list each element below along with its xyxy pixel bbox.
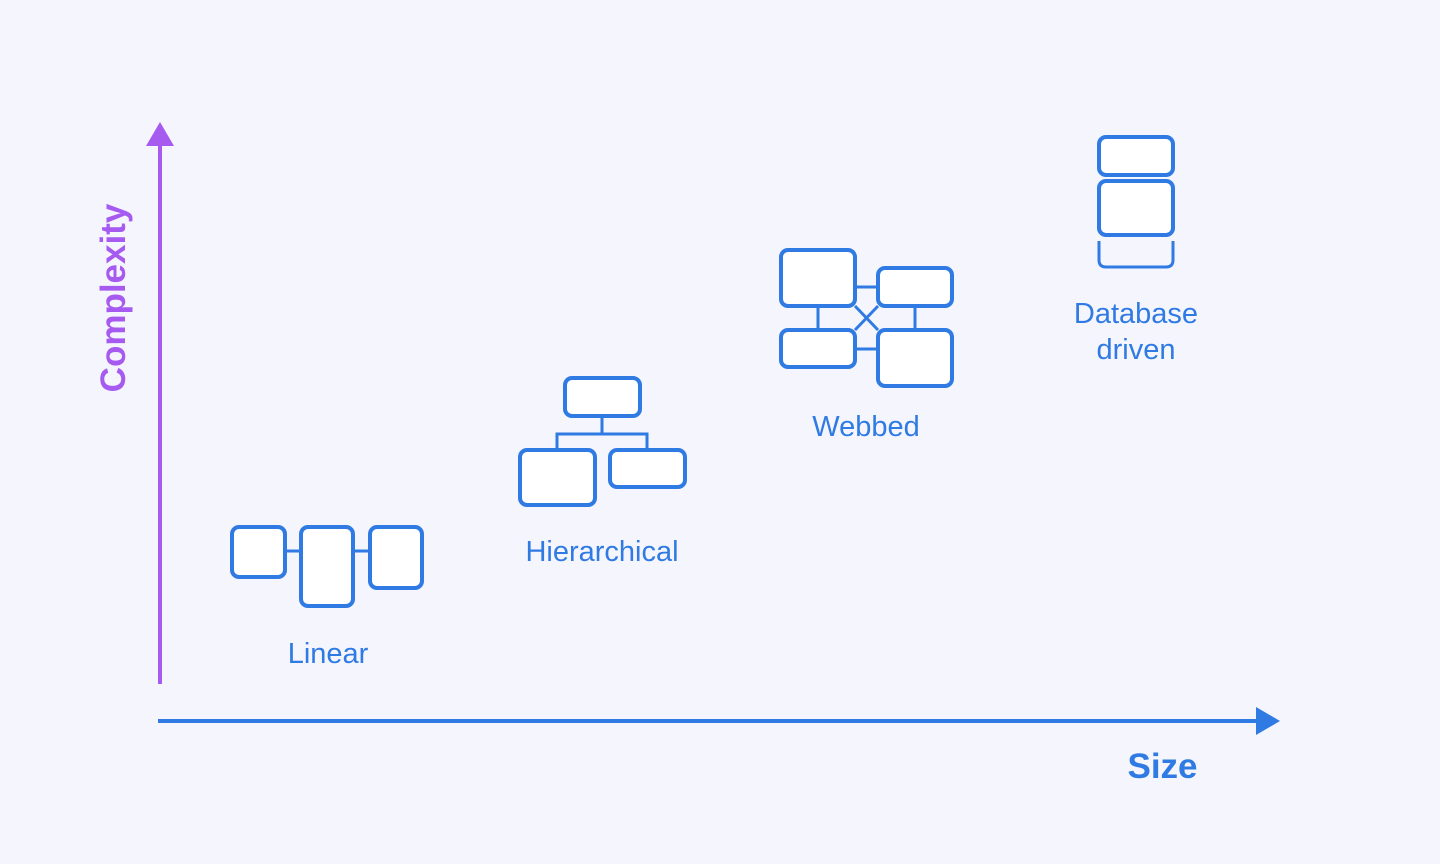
database-driven-label: Database driven <box>1046 296 1226 368</box>
page-box <box>779 328 857 369</box>
page-box-partial <box>1097 241 1175 269</box>
page-box <box>299 525 355 608</box>
connector-line <box>555 432 649 450</box>
database-driven-structure-icon <box>1097 135 1175 269</box>
size-axis-arrowhead <box>1256 707 1280 735</box>
complexity-axis-arrowhead <box>146 122 174 146</box>
webbed-label: Webbed <box>812 411 920 443</box>
connector-line <box>853 304 880 332</box>
complexity-axis-label: Complexity <box>94 203 133 393</box>
page-box <box>608 448 687 489</box>
page-box <box>230 525 287 579</box>
database-driven-label-line2: driven <box>1096 334 1176 366</box>
size-axis-label: Size <box>1127 747 1198 786</box>
page-box <box>1097 135 1175 177</box>
page-box <box>876 266 954 308</box>
page-box <box>779 248 857 308</box>
page-box <box>563 376 642 418</box>
linear-label: Linear <box>287 638 369 670</box>
webbed-structure-icon <box>779 248 954 388</box>
complexity-axis <box>146 122 174 684</box>
hierarchical-label: Hierarchical <box>525 536 679 568</box>
page-box <box>876 328 954 388</box>
size-axis <box>158 707 1280 735</box>
linear-structure-icon <box>230 525 424 608</box>
page-box <box>368 525 424 590</box>
page-box <box>518 448 597 507</box>
page-box <box>1097 179 1175 237</box>
hierarchical-structure-icon <box>518 376 687 507</box>
database-driven-label-line1: Database <box>1073 298 1199 330</box>
